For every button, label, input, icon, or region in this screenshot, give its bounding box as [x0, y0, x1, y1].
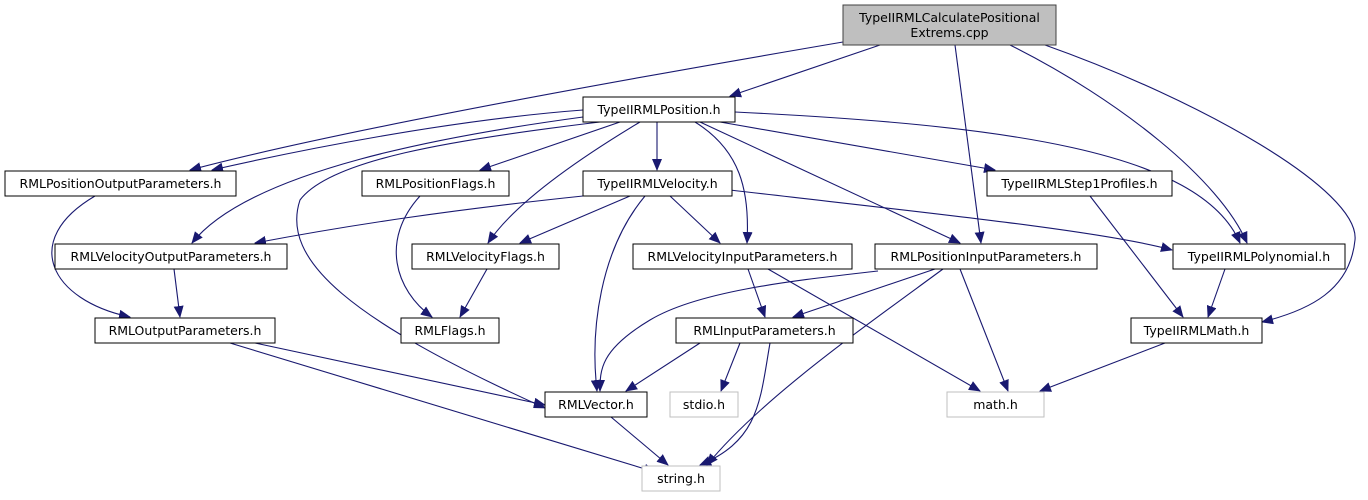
- edge-pos-in-params-to-in-params: [792, 268, 936, 319]
- node-pos-flags[interactable]: RMLPositionFlags.h: [361, 170, 510, 197]
- edge-position-h-to-vel-out-params: [191, 116, 584, 244]
- node-box: [641, 465, 721, 492]
- node-label: RMLInputParameters.h: [693, 323, 835, 338]
- node-box: [1172, 243, 1346, 270]
- node-box: [400, 317, 500, 344]
- edge-vel-flags-to-flags: [459, 268, 488, 318]
- edge-root-to-polynomial: [1009, 44, 1248, 244]
- node-vector[interactable]: RMLVector.h: [544, 391, 648, 418]
- edge-pos-out-params-to-out-params: [51, 195, 131, 320]
- node-label: RMLPositionOutputParameters.h: [20, 176, 222, 191]
- edge-position-h-to-step1: [719, 121, 996, 174]
- edge-position-h-to-polynomial: [734, 111, 1241, 244]
- node-label: RMLVelocityInputParameters.h: [648, 249, 838, 264]
- node-label: string.h: [657, 471, 705, 486]
- node-stdio: stdio.h: [669, 391, 739, 418]
- edge-position-h-to-vel-flags: [487, 121, 641, 244]
- node-label: math.h: [973, 397, 1018, 412]
- node-vel-flags[interactable]: RMLVelocityFlags.h: [411, 243, 560, 270]
- edge-pos-in-params-to-vector: [595, 270, 879, 392]
- node-position-h[interactable]: TypeIIRMLPosition.h: [582, 96, 736, 123]
- edge-vel-in-params-to-in-params: [747, 268, 767, 318]
- node-math-local[interactable]: TypeIIRMLMath.h: [1130, 317, 1263, 344]
- edge-vector-to-string: [610, 416, 669, 466]
- edge-in-params-to-stdio: [720, 342, 741, 392]
- node-label: stdio.h: [683, 397, 725, 412]
- edge-position-h-to-pos-out-params: [211, 109, 584, 173]
- node-step1[interactable]: TypeIIRMLStep1Profiles.h: [986, 170, 1173, 197]
- edge-polynomial-to-math-local: [1206, 268, 1226, 318]
- node-math-sys: math.h: [946, 391, 1045, 418]
- edge-pos-in-params-to-string: [706, 268, 944, 466]
- edge-pos-flags-to-flags: [395, 195, 433, 318]
- edge-velocity-h-to-vector: [590, 195, 646, 392]
- node-velocity-h[interactable]: TypeIIRMLVelocity.h: [582, 170, 733, 197]
- edge-root-to-position-h: [729, 44, 881, 98]
- edge-math-local-to-math-sys: [1039, 342, 1166, 392]
- node-label: RMLVelocityFlags.h: [426, 249, 545, 264]
- node-box: [675, 317, 854, 344]
- node-box: [94, 317, 276, 344]
- edge-velocity-h-to-polynomial: [729, 189, 1173, 252]
- nodes-layer: TypeIIRMLCalculatePositionalExtrems.cppT…: [4, 4, 1346, 492]
- node-box: [874, 243, 1098, 270]
- node-box: [582, 170, 733, 197]
- node-label: TypeIIRMLPolynomial.h: [1187, 249, 1330, 264]
- edge-vel-in-params-to-math-sys: [767, 268, 981, 392]
- node-box: [632, 243, 853, 270]
- node-box: [1130, 317, 1263, 344]
- node-vel-out-params[interactable]: RMLVelocityOutputParameters.h: [54, 243, 288, 270]
- node-label: Extrems.cpp: [910, 25, 988, 40]
- edge-velocity-h-to-vel-flags: [519, 195, 631, 244]
- node-label: TypeIIRMLVelocity.h: [596, 176, 717, 191]
- node-label: RMLVector.h: [558, 397, 634, 412]
- edge-root-to-math-local: [1044, 44, 1356, 325]
- edge-position-h-to-pos-flags: [479, 121, 621, 172]
- node-label: RMLPositionInputParameters.h: [891, 249, 1082, 264]
- node-label: RMLFlags.h: [414, 323, 485, 338]
- node-vel-in-params[interactable]: RMLVelocityInputParameters.h: [632, 243, 853, 270]
- node-label: TypeIIRMLStep1Profiles.h: [1000, 176, 1157, 191]
- edge-out-params-to-vector: [254, 342, 546, 408]
- node-label: TypeIIRMLMath.h: [1143, 323, 1250, 338]
- edge-in-params-to-string: [699, 342, 771, 466]
- node-label: RMLOutputParameters.h: [109, 323, 262, 338]
- node-box: [842, 4, 1057, 46]
- edges-layer: [51, 41, 1356, 474]
- node-label: RMLPositionFlags.h: [376, 176, 496, 191]
- node-box: [986, 170, 1173, 197]
- edge-in-params-to-vector: [625, 342, 701, 392]
- node-pos-in-params[interactable]: RMLPositionInputParameters.h: [874, 243, 1098, 270]
- node-box: [946, 391, 1045, 418]
- node-box: [4, 170, 237, 197]
- node-box: [582, 96, 736, 123]
- edge-pos-in-params-to-math-sys: [959, 268, 1009, 392]
- edge-out-params-to-string: [229, 342, 656, 474]
- edge-position-h-to-pos-in-params: [699, 121, 961, 244]
- node-string: string.h: [641, 465, 721, 492]
- node-pos-out-params[interactable]: RMLPositionOutputParameters.h: [4, 170, 237, 197]
- node-box: [54, 243, 288, 270]
- edge-vel-out-params-to-out-params: [173, 268, 184, 318]
- node-box: [361, 170, 510, 197]
- edge-velocity-h-to-vel-in-params: [669, 195, 721, 244]
- node-label: TypeIIRMLPosition.h: [596, 102, 720, 117]
- node-label: TypeIIRMLCalculatePositional: [858, 10, 1040, 25]
- node-box: [544, 391, 648, 418]
- edge-position-h-to-vel-in-params: [694, 121, 753, 244]
- edge-root-to-pos-in-params: [954, 44, 985, 244]
- node-label: RMLVelocityOutputParameters.h: [71, 249, 272, 264]
- edge-root-to-pos-out-params: [189, 41, 844, 172]
- node-out-params[interactable]: RMLOutputParameters.h: [94, 317, 276, 344]
- node-polynomial[interactable]: TypeIIRMLPolynomial.h: [1172, 243, 1346, 270]
- node-box: [669, 391, 739, 418]
- node-box: [411, 243, 560, 270]
- node-flags[interactable]: RMLFlags.h: [400, 317, 500, 344]
- edge-step1-to-math-local: [1089, 195, 1184, 318]
- node-in-params[interactable]: RMLInputParameters.h: [675, 317, 854, 344]
- edge-velocity-h-to-vel-out-params: [254, 195, 584, 246]
